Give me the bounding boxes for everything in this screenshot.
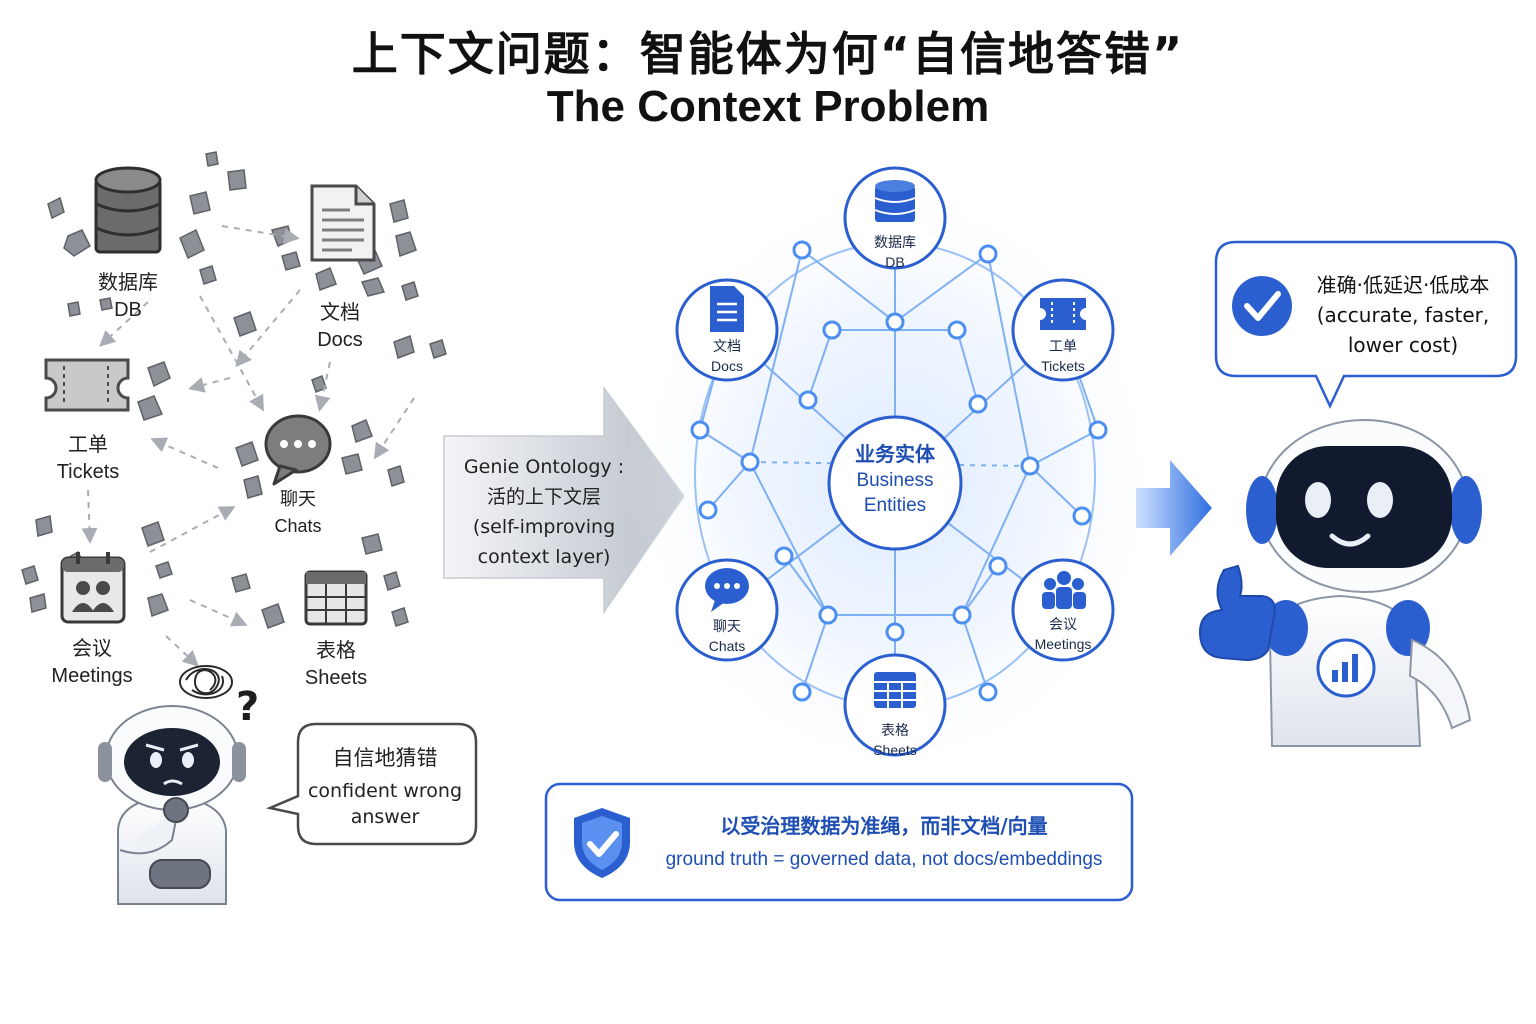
right-bubble-text: 准确·低延迟·低成本 (accurate, faster, lower cost… xyxy=(1316,273,1490,357)
page-title-english: The Context Problem xyxy=(546,82,990,131)
node-people-group-icon xyxy=(1042,571,1086,609)
governed-data-banner xyxy=(544,782,1134,902)
network-node-sheets xyxy=(843,653,947,757)
left-spreadsheet-icon xyxy=(304,570,368,626)
network-node-tickets xyxy=(1011,278,1115,382)
left-calendar-people-icon xyxy=(60,552,126,624)
left-chat-icon xyxy=(264,414,332,486)
node-spreadsheet-icon xyxy=(874,672,916,708)
banner-text: 以受治理数据为准绳，而非文档/向量 ground truth = governe… xyxy=(665,814,1103,870)
network-node-db xyxy=(843,166,947,270)
center-entity-label: 业务实体 Business Entities xyxy=(855,442,935,516)
node-document-icon xyxy=(710,286,744,332)
page-title-chinese: 上下文问题：智能体为何“自信地答错” xyxy=(351,27,1185,81)
network-junction-dots xyxy=(690,240,1108,702)
center-entity-node xyxy=(827,415,963,551)
left-bubble-text: 自信地猜错 confident wrong answer xyxy=(307,746,463,828)
node-ticket-icon xyxy=(1040,298,1086,330)
bar-chart-icon xyxy=(1332,654,1358,682)
confusion-scribble-icon xyxy=(179,665,233,699)
right-speech-bubble xyxy=(1214,240,1518,409)
question-mark-icon: ? xyxy=(236,684,259,730)
network-node-meetings xyxy=(1011,558,1115,662)
left-database-icon xyxy=(94,166,162,254)
chaotic-dashed-links xyxy=(81,225,415,667)
network-node-docs xyxy=(675,278,779,382)
node-chat-bubble-icon xyxy=(705,568,749,612)
shield-check-icon xyxy=(574,808,630,878)
happy-robot xyxy=(1198,419,1482,747)
left-document-icon xyxy=(310,184,376,262)
confused-robot: ? xyxy=(98,665,259,905)
check-circle-icon xyxy=(1232,276,1292,336)
arrow-caption: Genie Ontology : 活的上下文层 (self-improving … xyxy=(463,456,625,568)
thumbs-up-icon xyxy=(1198,564,1276,662)
network-node-chats xyxy=(675,558,779,662)
left-ticket-icon xyxy=(44,358,130,412)
left-speech-bubble xyxy=(265,722,478,846)
result-arrow xyxy=(1136,460,1212,556)
node-database-icon xyxy=(874,180,916,222)
